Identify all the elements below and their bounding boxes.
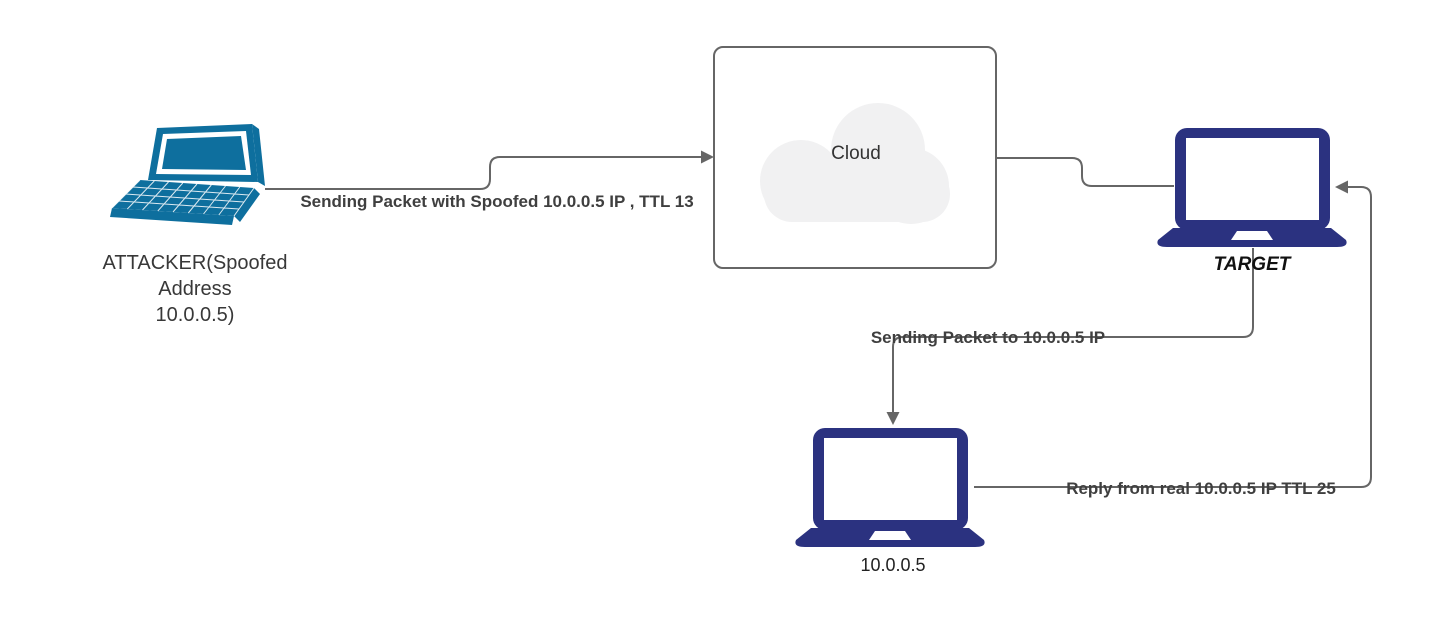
attacker-laptop-icon xyxy=(109,123,266,226)
cloud-label: Cloud xyxy=(831,143,881,164)
edge-host-to-target xyxy=(974,180,1372,488)
arrowhead-left-icon xyxy=(1335,180,1348,194)
attacker-label: ATTACKER(Spoofed Address 10.0.0.5) xyxy=(102,252,288,326)
target-label: TARGET xyxy=(1213,254,1291,275)
edge-label-spoofed-packet: Sending Packet with Spoofed 10.0.0.5 IP … xyxy=(300,192,694,211)
host-label: 10.0.0.5 xyxy=(860,555,926,575)
edge-label-reply: Reply from real 10.0.0.5 IP TTL 25 xyxy=(1066,479,1336,498)
arrowhead-right-icon xyxy=(701,150,714,164)
target-laptop-icon xyxy=(1157,128,1347,247)
edge-cloud-to-target xyxy=(997,157,1174,187)
cloud-icon xyxy=(760,103,950,224)
edge-label-sending-packet: Sending Packet to 10.0.0.5 IP xyxy=(870,328,1106,347)
edge-attacker-to-cloud xyxy=(265,150,714,190)
arrowhead-down-icon xyxy=(886,412,900,425)
host-laptop-icon xyxy=(795,428,985,547)
edge-target-to-host xyxy=(886,248,1254,425)
